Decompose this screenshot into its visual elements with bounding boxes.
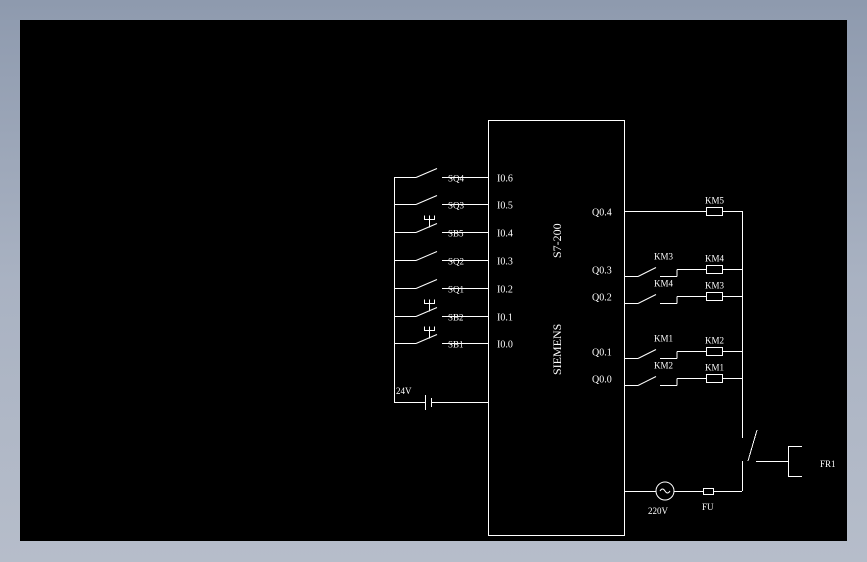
output-row-q0-0: Q0.0 KM2 KM1 [592,361,742,386]
coil-symbol [706,265,723,274]
interlock-contact-label: KM2 [654,361,673,371]
overload-relay-symbol [788,446,802,477]
input-terminal-label: I0.0 [497,340,513,351]
input-device-label: SQ1 [448,285,464,295]
plc-brand-label: SIEMENS [550,324,564,375]
interlock-contact-label: KM4 [654,279,674,289]
output-terminal-label: Q0.0 [592,375,612,386]
output-row-q0-1: Q0.1 KM1 KM2 [592,334,742,359]
coil-label: KM1 [705,363,724,373]
coil-symbol [706,207,723,216]
output-row-q0-4: Q0.4 KM5 [592,196,742,219]
fuse-symbol [703,488,714,495]
input-terminal-label: I0.4 [497,229,513,240]
ac-supply-label: 220V [648,506,669,516]
output-terminal-label: Q0.2 [592,293,612,304]
input-device-label: SQ2 [448,257,464,267]
coil-symbol [706,292,723,301]
input-supply-label: 24V [396,386,412,396]
input-device-label: SB5 [448,229,464,239]
input-terminal-label: I0.1 [497,313,513,324]
coil-symbol [706,347,723,356]
input-wiring [394,177,488,403]
coil-label: KM4 [705,254,725,264]
input-row-i0-1: SB2 I0.1 [394,299,513,324]
plc-model-label: S7-200 [550,223,564,258]
input-row-i0-3: SQ2 I0.3 [394,251,513,268]
coil-symbol [706,374,723,383]
fuse-label: FU [702,502,714,512]
input-terminal-label: I0.3 [497,257,513,268]
input-row-i0-4: SB5 I0.4 [394,215,513,240]
output-row-q0-2: Q0.2 KM4 KM3 [592,279,742,304]
output-common-bus [742,211,788,491]
coil-label: KM3 [705,281,725,291]
overload-relay-label: FR1 [820,459,836,469]
output-terminal-label: Q0.1 [592,348,612,359]
input-device-label: SQ4 [448,174,465,184]
input-terminal-label: I0.5 [497,201,513,212]
input-terminal-label: I0.2 [497,285,513,296]
input-row-i0-0: SB1 I0.0 [394,326,513,351]
output-row-q0-3: Q0.3 KM3 KM4 [592,252,742,277]
interlock-contact-label: KM1 [654,334,673,344]
input-device-label: SQ3 [448,201,465,211]
input-row-i0-5: SQ3 I0.5 [394,195,513,212]
input-terminal-label: I0.6 [497,174,513,185]
interlock-contact-label: KM3 [654,252,674,262]
input-row-i0-2: SQ1 I0.2 [394,279,513,296]
output-terminal-label: Q0.3 [592,266,612,277]
input-row-i0-6: SQ4 I0.6 [415,168,513,185]
input-device-label: SB2 [448,313,464,323]
coil-label: KM5 [705,196,725,206]
input-device-label: SB1 [448,340,464,350]
ac-source-symbol [655,481,675,501]
coil-label: KM2 [705,336,724,346]
output-terminal-label: Q0.4 [592,208,612,219]
dc-supply-symbol [425,395,432,410]
plc-box [488,120,625,536]
